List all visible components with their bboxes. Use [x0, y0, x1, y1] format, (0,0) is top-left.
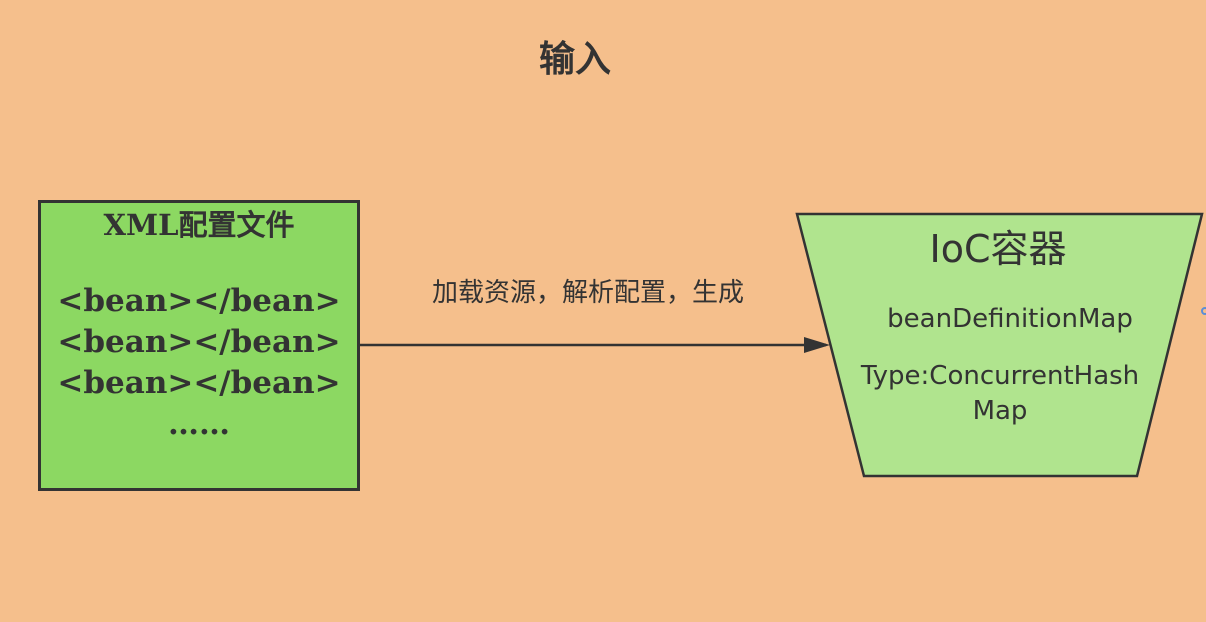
- xml-bean-line: <bean></bean>: [57, 324, 341, 360]
- ioc-container-shape: [795, 212, 1204, 478]
- xml-bean-list: <bean></bean> <bean></bean> <bean></bean…: [41, 281, 357, 445]
- ioc-container-title: IoC容器: [929, 227, 1067, 271]
- xml-config-box: XML配置文件 <bean></bean> <bean></bean> <bea…: [38, 200, 360, 491]
- ioc-map-name: beanDefinitionMap: [887, 304, 1133, 334]
- xml-bean-line: <bean></bean>: [57, 283, 341, 319]
- xml-bean-line: <bean></bean>: [57, 365, 341, 401]
- connection-point-icon[interactable]: [1201, 307, 1206, 315]
- ioc-map-type: Type:ConcurrentHashMap: [860, 361, 1140, 426]
- xml-box-title: XML配置文件: [103, 208, 295, 242]
- edge-label: 加载资源，解析配置，生成: [431, 278, 744, 308]
- xml-ellipsis: ……: [168, 406, 230, 442]
- flow-arrowhead: [804, 337, 830, 353]
- page-title: 输入: [538, 39, 611, 80]
